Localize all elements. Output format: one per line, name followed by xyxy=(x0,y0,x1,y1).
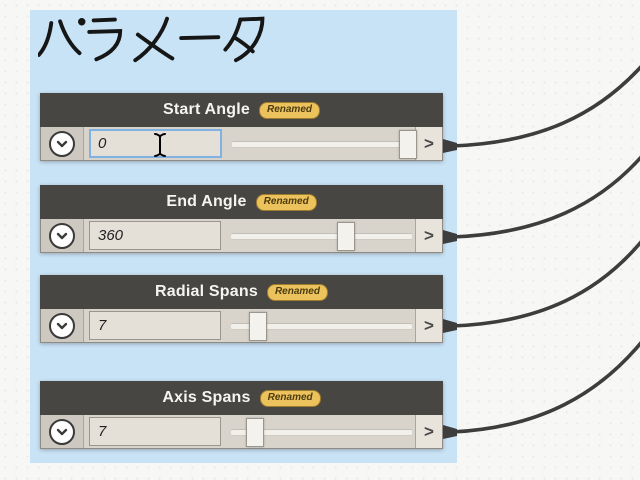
node-start-angle[interactable]: Start Angle Renamed > xyxy=(40,93,443,161)
slider-area[interactable] xyxy=(221,309,415,342)
chevron-down-icon xyxy=(56,322,68,329)
slider-track[interactable] xyxy=(232,141,412,148)
slider-handle[interactable] xyxy=(336,222,355,251)
node-end-angle[interactable]: End Angle Renamed > xyxy=(40,185,443,253)
slider-track[interactable] xyxy=(231,233,412,240)
renamed-badge: Renamed xyxy=(259,389,321,407)
node-body: > xyxy=(40,415,443,449)
node-header[interactable]: End Angle Renamed xyxy=(40,185,443,219)
slider-handle[interactable] xyxy=(248,312,267,341)
slider-area[interactable] xyxy=(221,415,415,448)
slider-area[interactable] xyxy=(222,127,417,160)
chevron-down-icon xyxy=(56,140,68,147)
node-body: > xyxy=(40,219,443,253)
node-header[interactable]: Start Angle Renamed xyxy=(40,93,443,127)
group-title[interactable] xyxy=(38,15,266,63)
output-port[interactable]: > xyxy=(415,309,442,342)
output-port[interactable]: > xyxy=(415,219,442,252)
renamed-badge: Renamed xyxy=(258,101,320,119)
collapse-area xyxy=(41,127,84,160)
wire-axis-spans[interactable] xyxy=(451,326,640,434)
collapse-chevron-button[interactable] xyxy=(49,312,75,339)
node-body: > xyxy=(40,309,443,343)
collapse-chevron-button[interactable] xyxy=(49,222,75,249)
node-title: Start Angle xyxy=(163,101,250,118)
node-title: Radial Spans xyxy=(155,283,258,300)
output-port-label: > xyxy=(424,133,434,153)
node-title: Axis Spans xyxy=(162,389,251,406)
output-port-label: > xyxy=(424,315,434,335)
slider-area[interactable] xyxy=(221,219,415,252)
value-input[interactable] xyxy=(89,221,221,250)
value-input[interactable] xyxy=(89,129,222,158)
output-port[interactable]: > xyxy=(415,127,442,160)
renamed-badge: Renamed xyxy=(255,193,317,211)
value-input[interactable] xyxy=(89,311,221,340)
output-port-label: > xyxy=(424,225,434,245)
slider-track[interactable] xyxy=(231,429,412,436)
renamed-badge: Renamed xyxy=(266,283,328,301)
node-body: > xyxy=(40,127,443,161)
collapse-area xyxy=(41,309,84,342)
output-port-label: > xyxy=(424,421,434,441)
collapse-chevron-button[interactable] xyxy=(49,130,75,157)
wire-radial-spans[interactable] xyxy=(451,228,640,328)
node-header[interactable]: Axis Spans Renamed xyxy=(40,381,443,415)
output-port[interactable]: > xyxy=(415,415,442,448)
value-input[interactable] xyxy=(89,417,221,446)
node-axis-spans[interactable]: Axis Spans Renamed > xyxy=(40,381,443,449)
wire-end-angle[interactable] xyxy=(451,144,640,239)
collapse-area xyxy=(41,219,84,252)
collapse-area xyxy=(41,415,84,448)
text-cursor-icon xyxy=(154,133,166,157)
node-title: End Angle xyxy=(166,193,247,210)
node-header[interactable]: Radial Spans Renamed xyxy=(40,275,443,309)
wire-start-angle[interactable] xyxy=(451,54,640,148)
chevron-down-icon xyxy=(56,428,68,435)
chevron-down-icon xyxy=(56,232,68,239)
collapse-chevron-button[interactable] xyxy=(49,418,75,445)
slider-handle[interactable] xyxy=(399,130,417,159)
slider-handle[interactable] xyxy=(245,418,264,447)
node-radial-spans[interactable]: Radial Spans Renamed > xyxy=(40,275,443,343)
slider-track[interactable] xyxy=(231,323,412,330)
